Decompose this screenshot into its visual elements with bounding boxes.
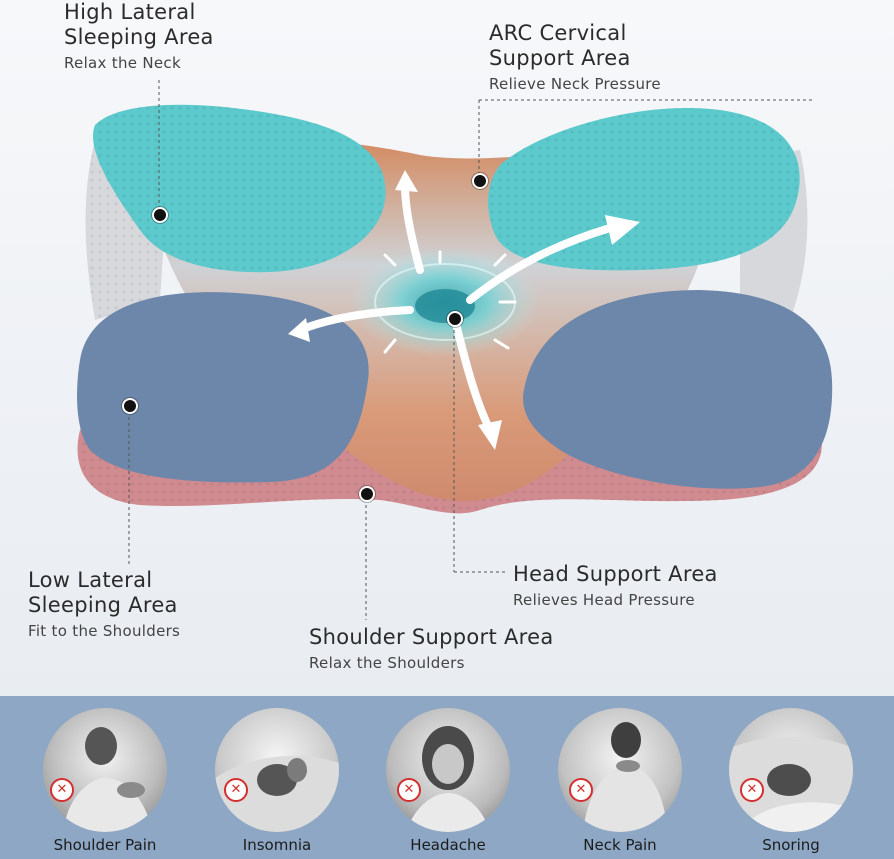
marker-high-lateral (152, 207, 168, 223)
condition-snoring: ✕ Snoring (729, 708, 853, 854)
x-circle-icon: ✕ (569, 778, 593, 802)
x-circle-icon: ✕ (397, 778, 421, 802)
blue-pad-left (77, 292, 369, 483)
marker-arc-cervical (472, 173, 488, 189)
person-photo-icon (583, 722, 668, 832)
airflow-small-arrows (383, 250, 517, 354)
x-circle-icon: ✕ (50, 778, 74, 802)
callout-subtitle: Relieve Neck Pressure (489, 75, 661, 93)
person-photo-icon (215, 755, 339, 832)
callout-title: Sleeping Area (28, 593, 178, 617)
callout-title: ARC Cervical (489, 21, 627, 45)
blue-pad-right (523, 290, 833, 489)
callout-title: Support Area (489, 46, 631, 70)
marker-shoulder-support (359, 486, 375, 502)
condition-headache: ✕ Headache (386, 708, 510, 854)
callout-high-lateral: High Lateral Sleeping Area Relax the Nec… (64, 0, 214, 73)
callout-title: Shoulder Support Area (309, 625, 554, 649)
callout-low-lateral: Low Lateral Sleeping Area Fit to the Sho… (28, 568, 180, 641)
condition-label: Shoulder Pain (53, 836, 157, 854)
marker-low-lateral (122, 398, 138, 414)
callout-head-support: Head Support Area Relieves Head Pressure (513, 562, 718, 610)
x-circle-icon: ✕ (224, 778, 248, 802)
condition-photo (729, 708, 853, 832)
condition-label: Headache (410, 836, 486, 854)
callout-title: High Lateral (64, 0, 196, 24)
condition-label: Snoring (762, 836, 820, 854)
callout-arc-cervical: ARC Cervical Support Area Relieve Neck P… (489, 21, 661, 94)
callout-title: Low Lateral (28, 568, 153, 592)
leader-lines (128, 80, 812, 620)
marker-head-support (447, 311, 463, 327)
condition-photo (215, 708, 339, 832)
condition-shoulder-pain: ✕ Shoulder Pain (43, 708, 167, 854)
callout-subtitle: Fit to the Shoulders (28, 622, 181, 640)
condition-insomnia: ✕ Insomnia (215, 708, 339, 854)
callout-shoulder-support: Shoulder Support Area Relax the Shoulder… (309, 625, 554, 673)
airflow-arrow-icon (296, 181, 614, 434)
callout-subtitle: Relieves Head Pressure (513, 591, 695, 609)
person-photo-icon (63, 727, 153, 832)
condition-label: Neck Pain (583, 836, 657, 854)
condition-photo (558, 708, 682, 832)
condition-photo (386, 708, 510, 832)
callout-title: Head Support Area (513, 562, 718, 586)
person-photo-icon (729, 736, 853, 832)
callout-subtitle: Relax the Neck (64, 54, 181, 72)
condition-neck-pain: ✕ Neck Pain (558, 708, 682, 854)
callout-subtitle: Relax the Shoulders (309, 654, 465, 672)
x-circle-icon: ✕ (740, 778, 764, 802)
person-photo-icon (406, 726, 490, 832)
condition-label: Insomnia (242, 836, 312, 854)
pillow-illustration (77, 80, 833, 620)
condition-photo (43, 708, 167, 832)
callout-title: Sleeping Area (64, 25, 214, 49)
